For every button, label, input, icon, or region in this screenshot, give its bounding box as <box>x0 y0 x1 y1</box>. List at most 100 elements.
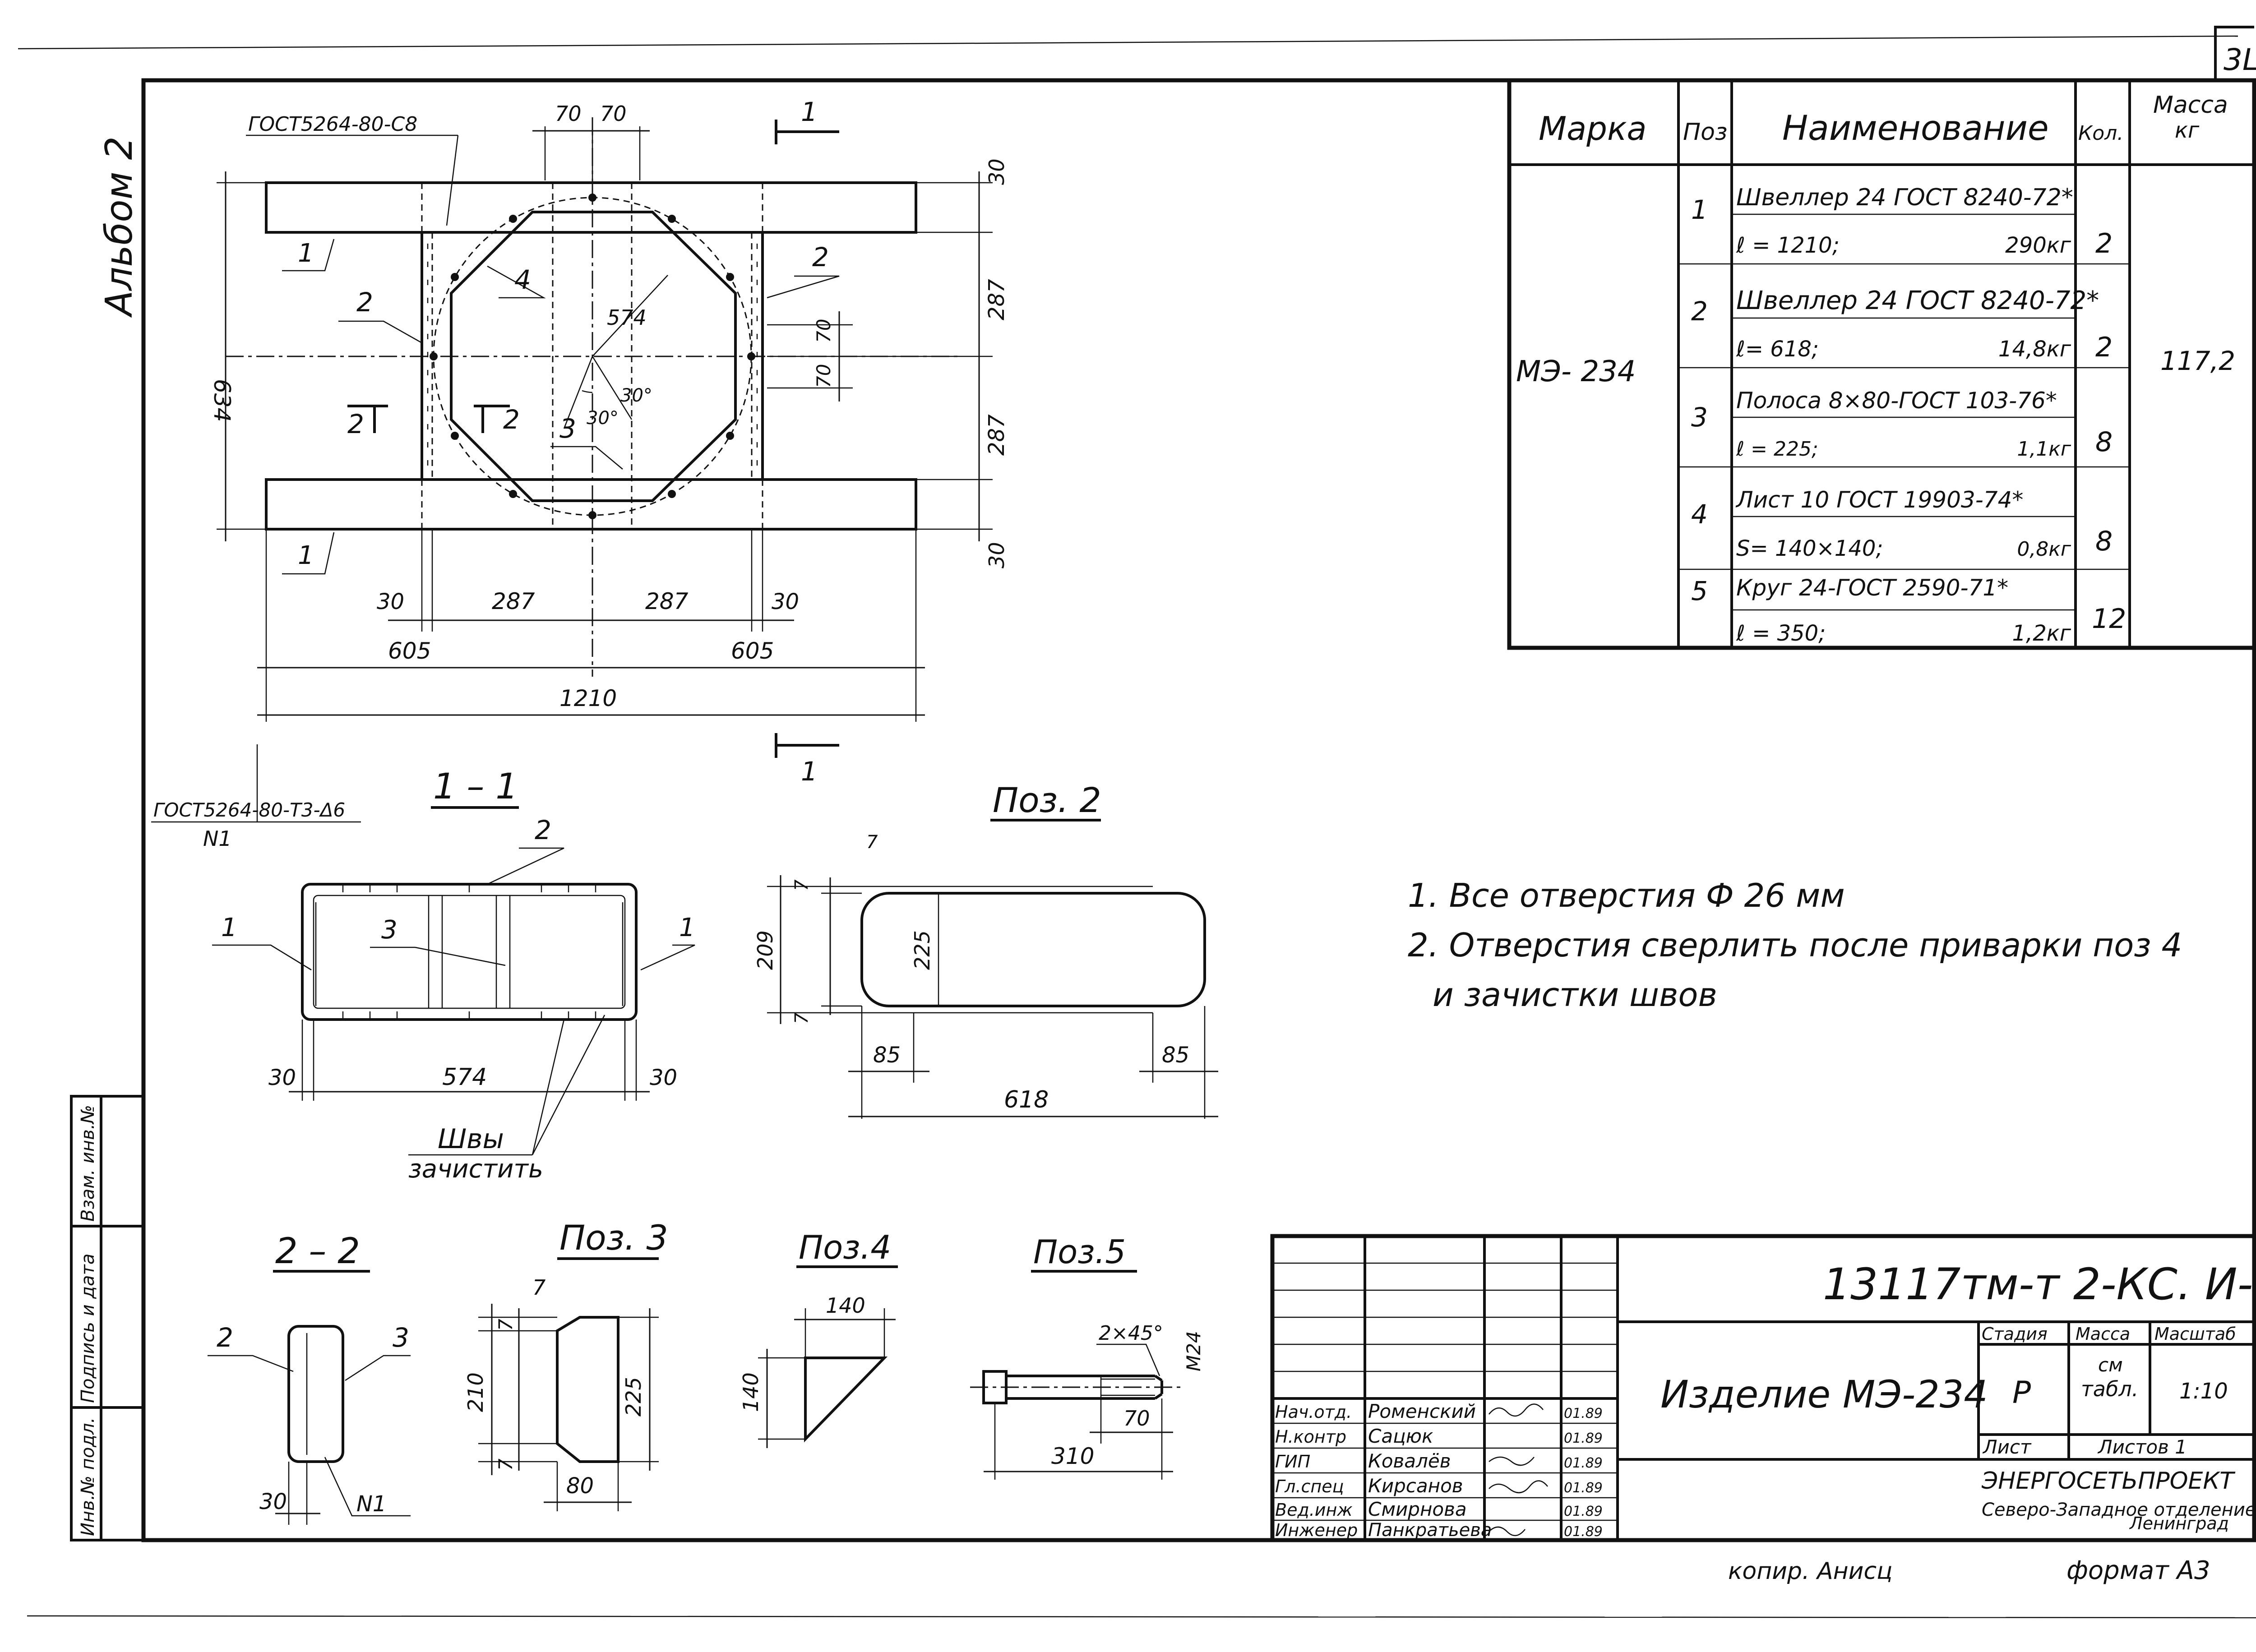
bom-row-pos: 5 <box>1691 576 1708 606</box>
dim-pos2-85-left: 85 <box>873 1043 901 1068</box>
dim-605-left: 605 <box>388 638 431 664</box>
dim-pos5-310: 310 <box>1051 1443 1094 1469</box>
mass-value-1: см <box>2098 1354 2123 1376</box>
bom-row-1: 1 Швеллер 24 ГОСТ 8240-72* ℓ = 1210; 290… <box>1691 184 2113 259</box>
callout-pos2-inner: 2 <box>503 404 520 435</box>
bom-row-mass: 1,1кг <box>2017 438 2071 461</box>
dim-70-mid: 70 <box>813 319 835 343</box>
pos4-view: Поз.4 140 140 <box>739 1228 898 1448</box>
bom-row-mass: 14,8кг <box>1998 337 2071 362</box>
sheet-frame: 3L Альбом 2 <box>18 26 2256 1619</box>
callout-pos3: 3 <box>559 413 576 444</box>
sig-name-4: Кирсанов <box>1368 1475 1463 1497</box>
bom-header-mark: Марка <box>1539 110 1647 148</box>
sig-date-1: 01.89 <box>1564 1406 1603 1421</box>
callout-section-pos2: 2 <box>535 815 551 845</box>
bom-row-name: Полоса 8×80-ГОСТ 103-76* <box>1736 388 2057 414</box>
side-stamp-inv: Инв.№ подл. <box>78 1417 98 1536</box>
plan-view: 574 30° 30° ГОСТ5264-80-С8 70 70 1 1 2 1… <box>209 97 1009 787</box>
org-name: ЭНЕРГОСЕТЬПРОЕКТ <box>1981 1467 2236 1495</box>
bom-row-param: ℓ = 225; <box>1736 438 1818 461</box>
section-2-2: 2 – 2 2 3 30 N1 <box>208 1231 411 1525</box>
title-block: Нач.отд. Роменский 01.89 Н.контр Сацюк 0… <box>1270 1234 2256 1542</box>
dim-30-top: 30 <box>985 158 1009 185</box>
callout-22-pos2: 2 <box>217 1322 233 1353</box>
sheet-label: Лист <box>1982 1436 2032 1458</box>
bom-row-param: ℓ= 618; <box>1736 337 1819 362</box>
dim-605-right: 605 <box>731 638 774 664</box>
callout-22-pos3: 3 <box>393 1322 409 1353</box>
callout-section-pos1-right: 1 <box>679 913 695 942</box>
section-mark-1-bot: 1 <box>801 756 818 787</box>
bom-row-4: 4 Лист 10 ГОСТ 19903-74* S= 140×140; 0,8… <box>1691 487 2113 561</box>
sig-date-5: 01.89 <box>1564 1504 1603 1519</box>
callout-pos1-top: 1 <box>298 239 314 268</box>
pos5-view: Поз.5 2×45° М24 70 310 <box>970 1233 1205 1480</box>
dim-287-right: 287 <box>645 588 689 614</box>
side-stamp-sign: Подпись и дата <box>78 1254 98 1403</box>
bom-row-qty: 8 <box>2095 526 2113 557</box>
dim-pos2-225: 225 <box>910 930 934 970</box>
bom-row-pos: 2 <box>1691 296 1708 327</box>
dim-30-left: 30 <box>377 589 404 614</box>
sig-date-4: 01.89 <box>1564 1480 1603 1496</box>
page-number: 3L <box>2224 42 2256 77</box>
dim-pos2-7a: 7 <box>791 879 812 891</box>
dim-pos3-7-bot: 7 <box>495 1458 517 1471</box>
sig-name-2: Сацюк <box>1368 1425 1433 1447</box>
album-label: Альбом 2 <box>98 136 141 318</box>
sig-date-6: 01.89 <box>1564 1524 1603 1540</box>
sig-role-6: Инженер <box>1275 1520 1358 1540</box>
callout-pos2-left: 2 <box>356 287 373 318</box>
dim-70b: 70 <box>600 102 627 126</box>
bom-header-qty: Кол. <box>2078 122 2123 145</box>
copied-by: копир. Анисц <box>1728 1558 1892 1585</box>
bom-row-2: 2 Швеллер 24 ГОСТ 8240-72* ℓ= 618; 14,8к… <box>1691 286 2113 363</box>
callout-section-pos3: 3 <box>381 915 398 945</box>
sig-role-1: Нач.отд. <box>1275 1402 1352 1422</box>
note-3: и зачистки швов <box>1433 976 1717 1014</box>
dim-30-right: 30 <box>772 589 799 614</box>
sig-role-2: Н.контр <box>1275 1427 1346 1447</box>
pos3-title: Поз. 3 <box>559 1218 668 1258</box>
dim-angle-30a: 30° <box>587 408 619 429</box>
bom-row-name: Лист 10 ГОСТ 19903-74* <box>1735 487 2023 513</box>
signature-rows: Нач.отд. Роменский 01.89 Н.контр Сацюк 0… <box>1275 1400 1603 1541</box>
side-stamp: Инв.№ подл. Подпись и дата Взам. инв.№ <box>70 1095 145 1541</box>
bom-row-pos: 3 <box>1691 402 1708 433</box>
dim-section-30-left: 30 <box>268 1065 296 1090</box>
bom-total-mass: 117,2 <box>2160 346 2235 376</box>
bom-header-mass-unit: кг <box>2175 118 2200 143</box>
dim-70-mid2: 70 <box>813 364 835 388</box>
dim-pos2-7b: 7 <box>791 1012 812 1024</box>
pos3-view: Поз. 3 7 7 7 210 225 80 <box>463 1218 668 1511</box>
dim-pos5-70: 70 <box>1123 1406 1150 1431</box>
bom-row-mass: 290кг <box>2005 233 2071 258</box>
dim-1210: 1210 <box>559 685 617 711</box>
dim-pos4-140-top: 140 <box>826 1293 865 1318</box>
bolt-holes <box>430 194 755 519</box>
dim-pos2-209: 209 <box>753 930 777 970</box>
section-2-2-title: 2 – 2 <box>275 1231 360 1272</box>
dim-pos3-225: 225 <box>621 1377 646 1417</box>
note-2: 2. Отверстия сверлить после приварки поз… <box>1408 926 2182 964</box>
dim-574: 574 <box>607 305 647 330</box>
dim-287-top: 287 <box>984 279 1009 320</box>
bom-header-name: Наименование <box>1782 108 2049 148</box>
sig-name-1: Роменский <box>1368 1400 1476 1422</box>
pos4-title: Поз.4 <box>799 1228 891 1266</box>
mass-label: Масса <box>2076 1324 2130 1344</box>
callout-pos2-right: 2 <box>812 242 829 272</box>
pos2-title: Поз. 2 <box>993 780 1101 820</box>
bom-row-pos: 4 <box>1691 499 1708 530</box>
product-name: Изделие МЭ-234 <box>1660 1372 1988 1417</box>
callout-pos4: 4 <box>514 264 531 295</box>
dim-pos2-7-top: 7 <box>866 832 878 853</box>
sheets-label: Листов 1 <box>2097 1436 2187 1458</box>
sig-name-6: Панкратьева <box>1368 1520 1492 1541</box>
section-mark-2-left: 2 <box>347 409 364 439</box>
weld-callout-section: ГОСТ5264-80-Т3-Δ6 <box>153 799 345 821</box>
bom-header-mass: Масса <box>2153 92 2228 119</box>
paper-format: формат А3 <box>2066 1556 2210 1585</box>
